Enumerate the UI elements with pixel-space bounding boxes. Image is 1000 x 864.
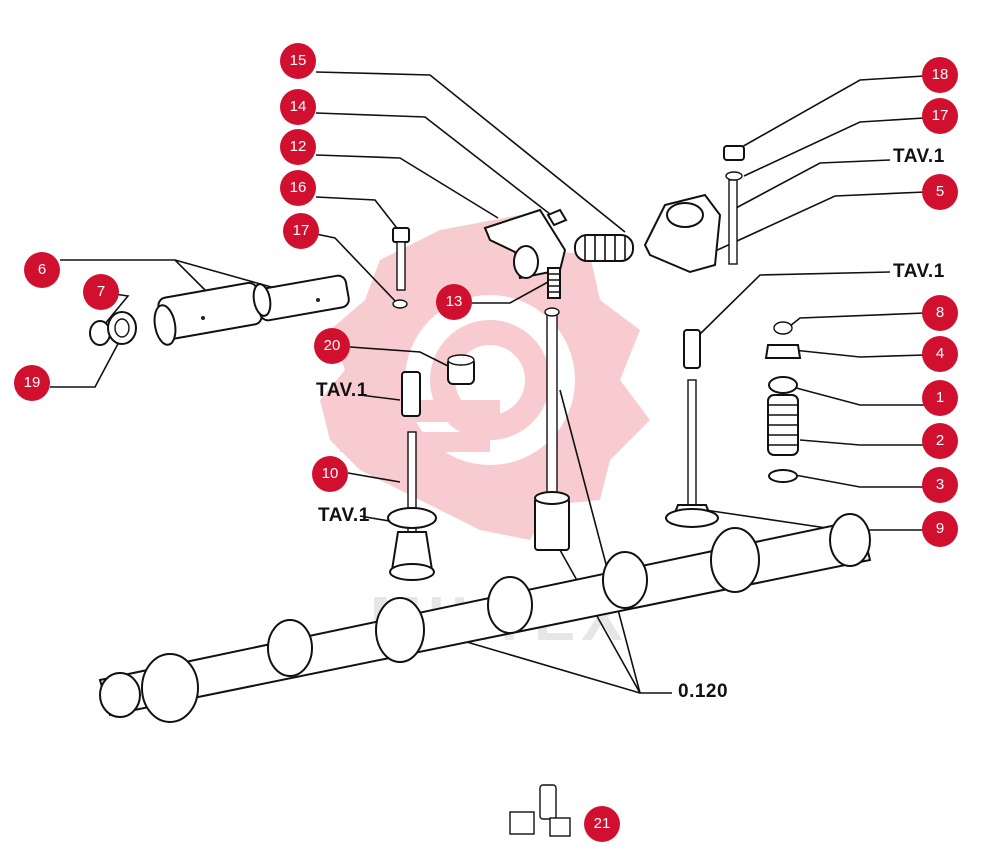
callout-9[interactable]: 9 xyxy=(922,511,958,547)
callout-17-right[interactable]: 17 xyxy=(922,98,958,134)
callout-13[interactable]: 13 xyxy=(436,284,472,320)
rocker-support-5 xyxy=(643,145,745,274)
watermark-logo xyxy=(320,215,650,540)
callout-10[interactable]: 10 xyxy=(312,456,348,492)
guide-left xyxy=(401,371,421,417)
ref-0-120[interactable]: 0.120 xyxy=(678,681,729,702)
callout-21[interactable]: 21 xyxy=(584,806,620,842)
ref-tav-left-upper[interactable]: TAV.1 xyxy=(316,380,368,401)
bolt-16 xyxy=(392,227,410,309)
callout-12[interactable]: 12 xyxy=(280,129,316,165)
callout-19[interactable]: 19 xyxy=(14,365,50,401)
ref-tav-top-right[interactable]: TAV.1 xyxy=(893,146,945,167)
rocker-shaft-assembly xyxy=(153,274,350,346)
callout-3[interactable]: 3 xyxy=(922,467,958,503)
callout-5[interactable]: 5 xyxy=(922,174,958,210)
callout-17-left[interactable]: 17 xyxy=(283,213,319,249)
spring-stack xyxy=(764,321,802,483)
spring-15 xyxy=(574,234,634,262)
callout-16[interactable]: 16 xyxy=(280,170,316,206)
callout-14[interactable]: 14 xyxy=(280,89,316,125)
callout-1[interactable]: 1 xyxy=(922,380,958,416)
ref-tav-left-lower[interactable]: TAV.1 xyxy=(318,505,370,526)
tappet xyxy=(534,491,570,551)
part-21 xyxy=(509,784,571,837)
callout-15[interactable]: 15 xyxy=(280,43,316,79)
valve-right xyxy=(665,329,719,528)
adjuster-13 xyxy=(547,267,561,299)
callout-2[interactable]: 2 xyxy=(922,423,958,459)
ref-tav-right[interactable]: TAV.1 xyxy=(893,261,945,282)
callout-7[interactable]: 7 xyxy=(83,274,119,310)
callout-6[interactable]: 6 xyxy=(24,252,60,288)
callout-8[interactable]: 8 xyxy=(922,295,958,331)
leader-lines xyxy=(50,71,941,694)
camshaft xyxy=(98,513,872,723)
plug-and-ring xyxy=(89,311,137,346)
callout-18[interactable]: 18 xyxy=(922,57,958,93)
pushrod xyxy=(544,307,560,501)
callout-20[interactable]: 20 xyxy=(314,328,350,364)
valve-left xyxy=(387,431,437,581)
callout-4[interactable]: 4 xyxy=(922,336,958,372)
nut-20 xyxy=(447,354,475,385)
rocker-arm-12 xyxy=(483,208,568,280)
